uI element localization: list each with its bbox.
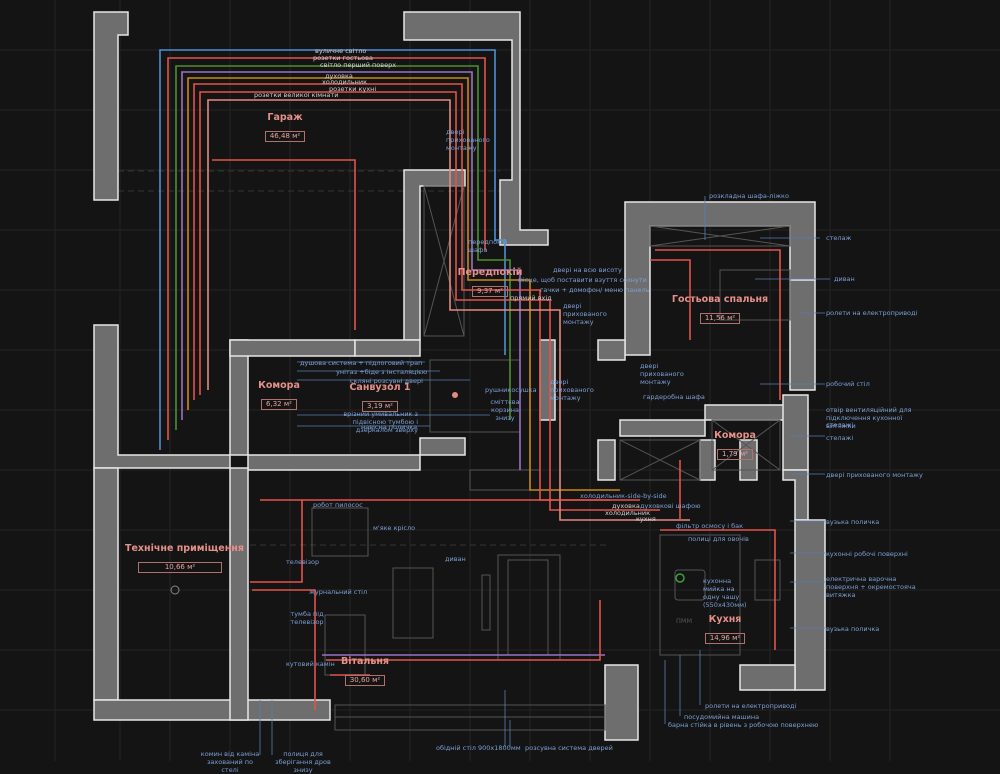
- annotation: двері прихованого монтажу: [446, 128, 490, 152]
- annotation: духовкові шафою: [640, 502, 701, 510]
- annotation: душова система + підлоговий трап: [300, 359, 423, 367]
- room-area: 6,32 м²: [261, 399, 297, 410]
- annotation: скляні розсувні двері: [350, 377, 423, 385]
- room-name: Комора: [258, 380, 300, 391]
- annotation: двері на всю висоту: [553, 266, 622, 274]
- annotation: кухонна мийка на одну чашу (550х430мм): [703, 577, 747, 609]
- room-area: 11,56 м²: [699, 313, 741, 324]
- wiring-label-guest-sockets: розетки гостьова: [313, 54, 373, 62]
- annotation: тумба під телевізор: [290, 610, 324, 626]
- room-guest-bedroom: Гостьова спальня 11,56 м²: [670, 294, 770, 324]
- annotation: кухня: [636, 515, 656, 523]
- room-name: Комора: [714, 430, 756, 441]
- crosshair-marker: [170, 585, 180, 595]
- room-living: Вітальня 30,60 м²: [335, 656, 395, 686]
- annotation: робот пилосос: [313, 501, 363, 509]
- wiring-label-big-room-sockets: розетки великої кімнати: [254, 91, 339, 99]
- annotation: двері прихованого монтажу: [550, 378, 594, 402]
- annotation: посудомийна машина: [684, 713, 760, 721]
- room-pantry-1: Комора 6,32 м²: [254, 380, 304, 410]
- annotation: навісна поличка: [361, 423, 418, 431]
- annotation: журнальний стіл: [309, 588, 368, 596]
- room-area: 9,37 м²: [472, 286, 508, 297]
- annotation: гардеробна шафа: [643, 393, 705, 401]
- annotation: кухонні робочі поверхні: [826, 550, 908, 558]
- room-area: 10,66 м²: [137, 562, 223, 573]
- sink-drain-marker: [675, 573, 685, 583]
- furniture: [311, 185, 791, 731]
- annotation: комин від каміна захований по стелі: [200, 750, 260, 774]
- annotation: місце, щоб поставити взуття сохнути: [518, 276, 647, 284]
- wiring-label-oven: духовка: [325, 72, 353, 80]
- wiring-label-street-light: вуличне світло: [315, 47, 367, 55]
- annotation: двері прихованого монтажу: [826, 471, 923, 479]
- annotation: духовка: [612, 502, 640, 510]
- room-kitchen: Кухня 14,96 м²: [700, 614, 750, 644]
- annotation: гачки + домофон/ меню панель: [540, 286, 650, 294]
- room-name: Передпокій: [457, 267, 523, 278]
- leader-lines: [259, 196, 830, 755]
- annotation: м'яке крісло: [373, 524, 416, 532]
- annotation: робочий стіл: [826, 380, 870, 388]
- annotation: телевізор: [286, 558, 320, 566]
- annotation: полиця для зберігання дров знизу: [275, 750, 331, 774]
- room-garage: Гараж 46,48 м²: [250, 112, 320, 142]
- room-name: Технічне приміщення: [125, 543, 244, 554]
- room-name: Вітальня: [340, 656, 390, 667]
- annotation: холодильник-side-by-side: [580, 492, 667, 500]
- room-area: 1,79 м²: [717, 449, 753, 460]
- annotation: барна стійка в рівень з робочою поверхне…: [668, 721, 819, 729]
- bathroom-marker: [452, 392, 458, 398]
- room-bathroom: Санвузол 1 3,19 м²: [348, 382, 412, 412]
- room-pantry-2: Комора 1,79 м²: [710, 430, 760, 460]
- room-area: 3,19 м²: [362, 401, 398, 412]
- annotation: розсувна система дверей: [525, 744, 613, 752]
- walls: [93, 11, 826, 741]
- annotation: рушникосушка: [485, 386, 537, 394]
- annotation: унітаз +біде з інсталяцією: [336, 368, 428, 376]
- annotation: стелажі: [826, 421, 854, 429]
- annotation: ролети на електроприводі: [705, 702, 797, 710]
- room-name: Гараж: [267, 112, 303, 123]
- annotation: отвір вентиляційний для підключення кухо…: [826, 406, 912, 430]
- wiring-label-first-floor-light: світло перший поверх: [320, 61, 397, 69]
- annotation: стелаж: [826, 234, 852, 242]
- annotation: передпокій шафа: [468, 238, 508, 254]
- room-name: Кухня: [708, 614, 742, 625]
- annotation: прямий вхід: [510, 294, 552, 302]
- wiring-label-fridge: холодильник: [322, 78, 368, 86]
- room-hallway: Передпокій 9,37 м²: [455, 267, 525, 297]
- annotation: вузька поличка: [826, 625, 880, 633]
- room-area: 46,48 м²: [264, 131, 306, 142]
- annotation: врізний умивальник з підвісною тумбою і …: [343, 410, 418, 434]
- annotation: диван: [834, 275, 855, 283]
- annotation: двері прихованого монтажу: [640, 362, 684, 386]
- annotation: кутовий камін: [286, 660, 335, 668]
- annotation: вузька поличка: [826, 518, 880, 526]
- annotation: електрична варочна поверхня + окремостоя…: [826, 575, 916, 599]
- annotation: сміттєва корзина знизу: [490, 398, 520, 422]
- annotation: обідній стіл 900х1800мм: [436, 744, 521, 752]
- wiring-runs: [159, 49, 781, 710]
- annotation: полиці для овочів: [688, 535, 749, 543]
- wiring-label-kitchen-sockets: розетки кухні: [329, 85, 377, 93]
- room-name: Гостьова спальня: [671, 294, 769, 305]
- annotation: ролети на електроприводі: [826, 309, 918, 317]
- room-name: Санвузол 1: [349, 382, 411, 393]
- room-area: 14,96 м²: [704, 633, 746, 644]
- annotation: холодильник: [605, 509, 651, 517]
- room-technical: Технічне приміщення 10,66 м²: [125, 543, 244, 573]
- annotation: ПММ: [676, 617, 693, 625]
- annotation: диван: [445, 555, 466, 563]
- annotation: розкладна шафа-ліжко: [709, 192, 789, 200]
- annotation: фільтр осмосу і бак: [676, 522, 744, 530]
- room-area: 30,60 м²: [344, 675, 386, 686]
- annotation: двері прихованого монтажу: [563, 302, 607, 326]
- annotation: стелажі: [826, 434, 854, 442]
